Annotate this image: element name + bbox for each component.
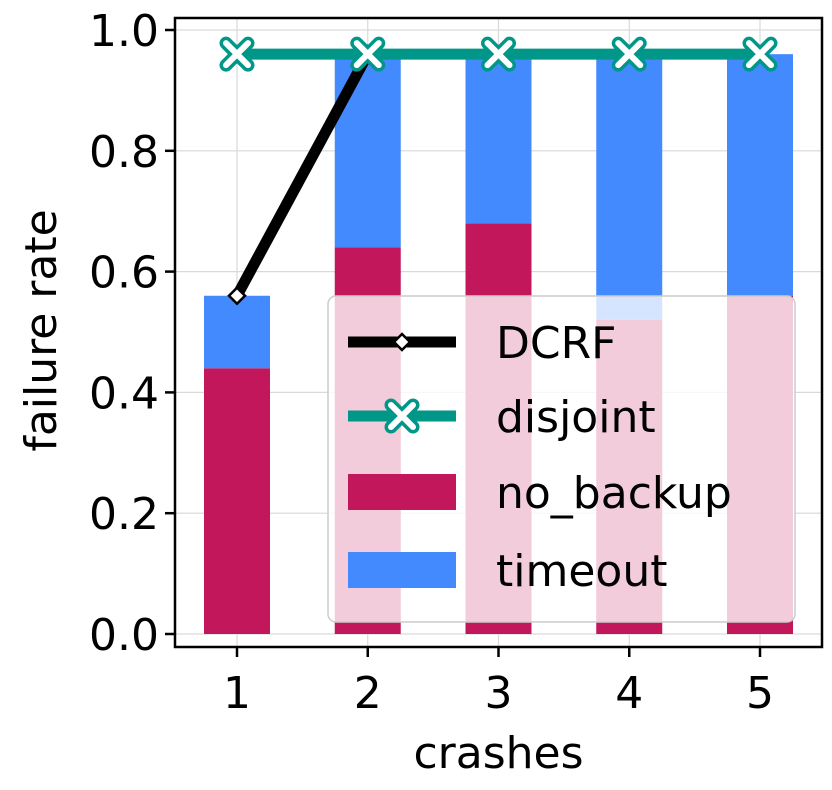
x-tick-label: 2 (354, 668, 382, 719)
point-disjoint (742, 36, 778, 72)
x-axis-label: crashes (413, 728, 583, 779)
legend-label-DCRF: DCRF (496, 318, 616, 369)
x-tick-label: 4 (615, 668, 643, 719)
point-disjoint (611, 36, 647, 72)
legend-label-no_backup: no_backup (496, 468, 732, 519)
y-tick-label: 0.4 (89, 368, 159, 419)
bar-no_backup (204, 368, 270, 634)
y-tick-label: 0.2 (89, 489, 159, 540)
axis-ticks: 0.0 0.2 0.4 0.6 0.8 1.0 1 2 3 4 5 (89, 6, 774, 719)
legend-label-timeout: timeout (496, 546, 667, 597)
point-disjoint (481, 36, 516, 72)
x-tick-label: 5 (746, 668, 774, 719)
point-disjoint (350, 36, 386, 72)
legend-swatch-no_backup (348, 474, 456, 510)
legend-label-disjoint: disjoint (496, 392, 656, 443)
line-DCRF (232, 51, 373, 299)
x-tick-label: 3 (485, 668, 513, 719)
legend-box (327, 295, 796, 623)
line-series (219, 36, 778, 306)
bar-timeout (727, 54, 793, 296)
point-disjoint-face (746, 40, 774, 69)
point-disjoint-face (223, 40, 251, 69)
point-disjoint-face (353, 40, 382, 69)
x-tick-label: 1 (223, 668, 251, 719)
legend-marker-disjoint-face (388, 402, 416, 430)
y-axis-label: failure rate (16, 209, 67, 451)
bar-timeout (596, 54, 663, 320)
point-disjoint (219, 36, 255, 72)
bar-timeout (204, 295, 270, 369)
point-disjoint-face (615, 40, 644, 69)
y-tick-label: 0.0 (89, 610, 159, 661)
bar-timeout (465, 54, 532, 224)
point-disjoint-face (484, 40, 513, 69)
y-tick-label: 1.0 (89, 6, 159, 57)
legend-marker-disjoint (384, 398, 420, 434)
legend-swatch-timeout (348, 552, 456, 588)
point-DCRF (227, 285, 247, 306)
bar-timeout (334, 54, 401, 248)
legend-marker-DCRF (392, 332, 412, 352)
y-tick-label: 0.8 (89, 127, 159, 178)
y-tick-label: 0.6 (89, 248, 159, 299)
